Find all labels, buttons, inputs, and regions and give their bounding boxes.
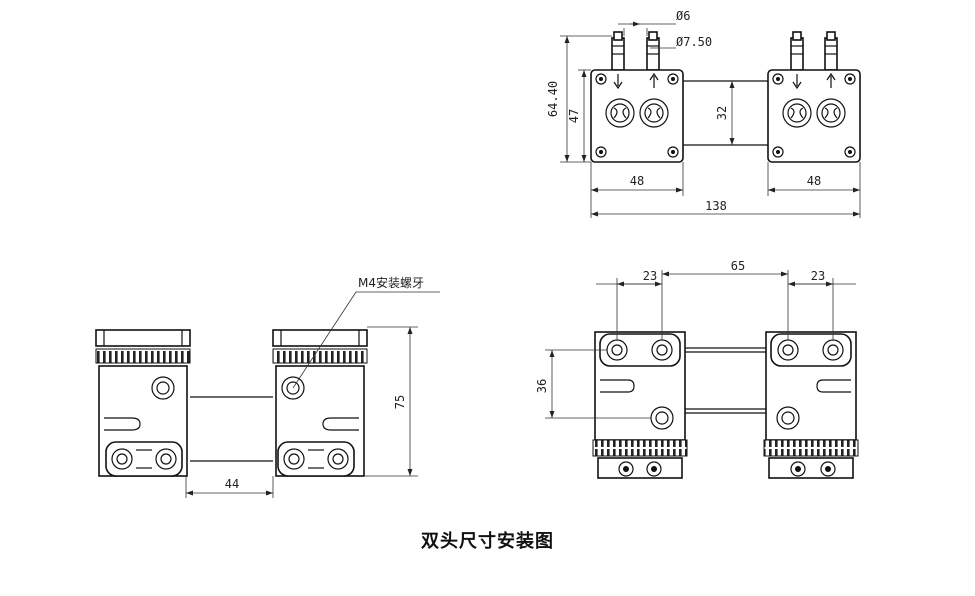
tube-fittings-right <box>790 31 838 71</box>
side-view: M4安装螺牙 75 44 <box>95 275 440 498</box>
drawing-caption: 双头尺寸安装图 <box>421 531 554 552</box>
dim-side-height: 75 <box>393 395 407 409</box>
dim-right-port-spacing: 23 <box>811 269 825 283</box>
bottom-view: 23 65 23 36 <box>535 259 859 479</box>
pump-bottom-left <box>592 331 688 479</box>
dim-overall-height: 64.40 <box>546 81 560 117</box>
dim-left-width: 48 <box>630 174 644 188</box>
dim-center-spacing: 65 <box>731 259 745 273</box>
dim-tube-inner: Ø6 <box>676 9 690 23</box>
callout-m4-thread: M4安装螺牙 <box>358 275 424 290</box>
pump-side-left <box>95 329 191 477</box>
dim-right-width: 48 <box>807 174 821 188</box>
tube-fittings-left <box>611 31 660 71</box>
dim-side-spacing: 44 <box>225 477 239 491</box>
pump-block-top-right <box>767 69 861 163</box>
dim-tube-outer: Ø7.50 <box>676 35 712 49</box>
pump-block-top-left <box>590 69 684 163</box>
pump-side-right <box>272 329 368 477</box>
dim-vertical-spacing: 36 <box>535 379 549 393</box>
dim-port-spacing: 32 <box>715 106 729 120</box>
top-view: Ø6 Ø7.50 64.40 47 32 48 48 138 <box>546 9 861 218</box>
pump-bottom-right <box>763 331 859 479</box>
dim-total-width: 138 <box>705 199 727 213</box>
dim-body-height: 47 <box>567 109 581 123</box>
dim-left-port-spacing: 23 <box>643 269 657 283</box>
